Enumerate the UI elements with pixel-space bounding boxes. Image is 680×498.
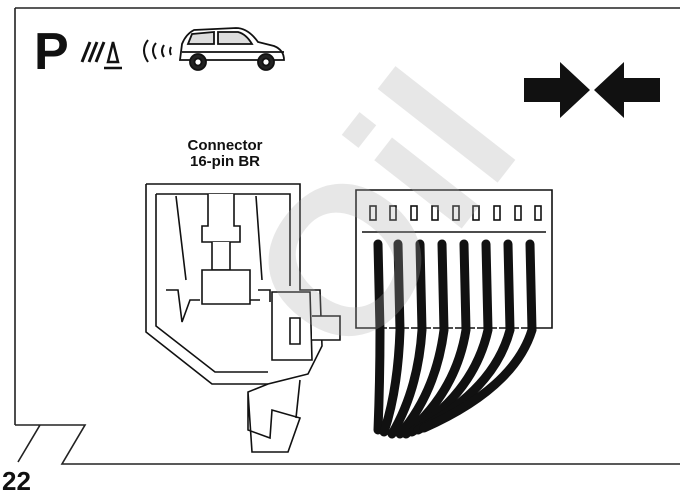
connector-housing-left (145, 183, 341, 453)
page-number: 22 (2, 466, 31, 496)
signal-waves-icon (143, 39, 172, 63)
connector-title: Connector (187, 137, 263, 154)
connector-pin-slots (369, 205, 542, 221)
park-assist-letter: P (34, 23, 69, 81)
connector-wires (373, 239, 537, 439)
push-together-arrows-icon (524, 62, 660, 118)
connector-subtitle: 16-pin BR (189, 153, 260, 170)
page-frame (14, 7, 680, 465)
wire-highlights (387, 244, 521, 330)
car-icon (178, 27, 285, 71)
parking-sensor-icon (80, 41, 122, 70)
